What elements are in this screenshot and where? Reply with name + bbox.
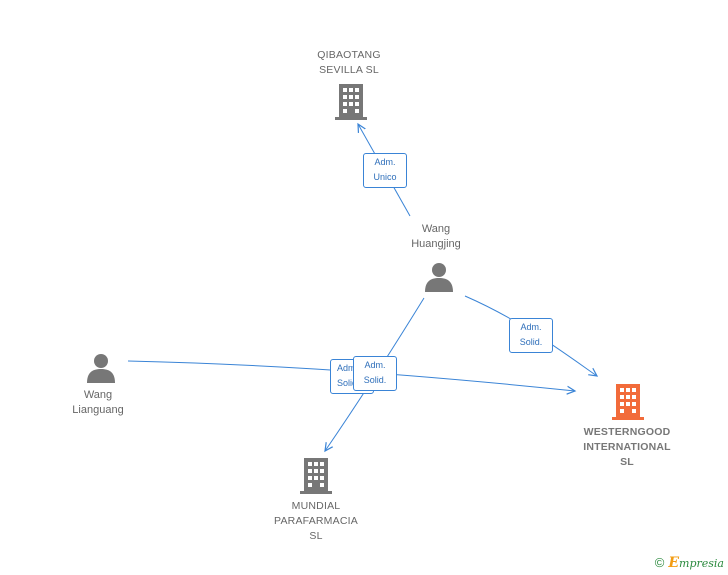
node-label-line: Huangjing (411, 238, 461, 250)
edge-label-line: Solid. (519, 337, 543, 347)
node-label-wang-huangjing: Wang Huangjing (386, 222, 486, 252)
building-icon[interactable] (300, 458, 332, 494)
node-label-westerngood: WESTERNGOOD INTERNATIONAL SL (568, 425, 686, 470)
edge-label-line: Adm. (374, 157, 396, 167)
node-label-line: SL (309, 530, 323, 542)
node-label-line: WESTERNGOOD (583, 426, 671, 438)
edge-label-line: Adm. (337, 363, 359, 373)
building-icon[interactable] (612, 384, 644, 420)
node-label-line: INTERNATIONAL (583, 441, 671, 453)
copyright-icon: © (654, 555, 665, 570)
edge-label-line: Solid. (363, 375, 387, 385)
edge-label-line: Unico (373, 172, 397, 182)
node-label-line: PARAFARMACIA (274, 515, 358, 527)
node-label-line: Wang (83, 389, 113, 401)
edge-label-huangjing-qibaotang[interactable]: Adm. Unico (363, 153, 407, 188)
edge-label-line: Adm. (364, 360, 386, 370)
edge-label-line: Adm. (520, 322, 542, 332)
brand-logo-text: mpresia (679, 557, 724, 570)
edge-label-huangjing-westerngood[interactable]: Adm. Solid. (509, 318, 553, 353)
node-label-line: Wang (421, 223, 451, 235)
edge-label-line: Solid. (337, 378, 360, 388)
person-icon[interactable] (424, 262, 454, 292)
node-label-wang-lianguang: Wang Lianguang (48, 388, 148, 418)
node-label-mundial: MUNDIAL PARAFARMACIA SL (259, 499, 373, 544)
node-label-line: SEVILLA SL (319, 64, 379, 76)
node-label-line: MUNDIAL (291, 500, 341, 512)
empresia-brand: ©Empresia (655, 555, 724, 571)
node-label-line: QIBAOTANG (317, 49, 381, 61)
node-label-line: SL (620, 456, 634, 468)
brand-logo-initial: E (668, 555, 680, 571)
person-icon[interactable] (86, 353, 116, 383)
building-icon[interactable] (335, 84, 367, 120)
node-label-line: Lianguang (72, 404, 124, 416)
node-label-qibaotang: QIBAOTANG SEVILLA SL (299, 48, 399, 78)
edge-label-huangjing-mundial[interactable]: Adm. Solid. (353, 356, 397, 391)
